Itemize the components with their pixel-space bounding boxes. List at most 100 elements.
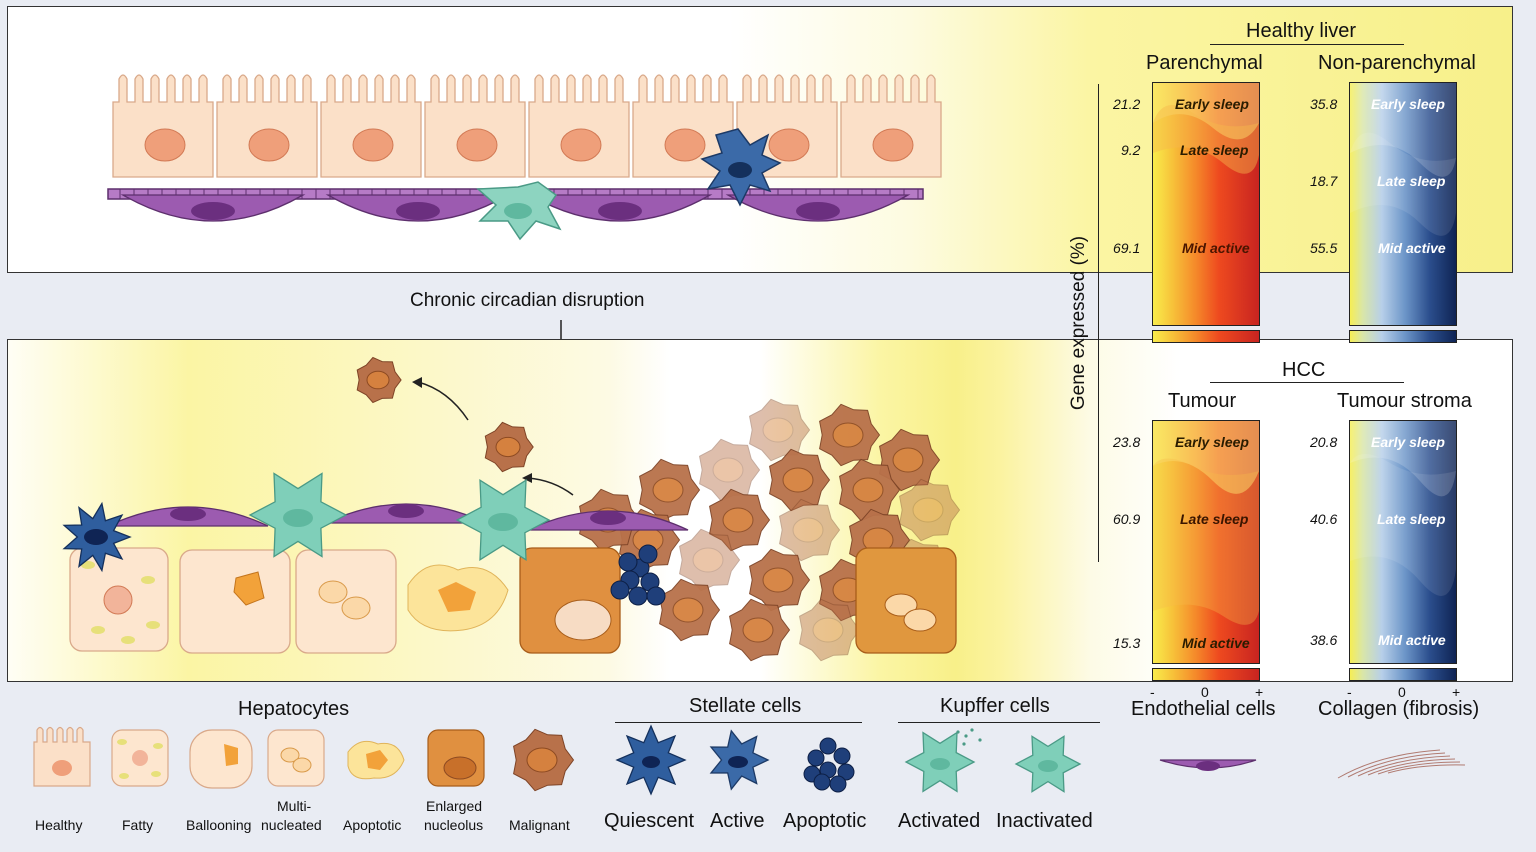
tumour-phase-2: Late sleep <box>1180 511 1249 527</box>
parenchymal-phase-3: Mid active <box>1182 240 1250 256</box>
hcc-tissue-illustration <box>62 356 961 662</box>
tumour-scale <box>1152 668 1260 681</box>
healthy-hepatocyte <box>632 74 734 178</box>
legend-malignant: Malignant <box>509 817 570 833</box>
tumour-stroma-value-3: 38.6 <box>1310 632 1338 648</box>
legend-healthy: Healthy <box>35 817 83 833</box>
malignant-cell <box>769 448 831 512</box>
tumour-stroma-value-2: 40.6 <box>1310 511 1338 527</box>
legend-activated: Activated <box>898 810 981 832</box>
y-axis-line <box>1098 84 1099 562</box>
healthy-hepatocyte <box>320 74 422 178</box>
malignant-cell <box>749 398 811 462</box>
parenchymal-scale <box>1152 330 1260 343</box>
ballooning-hepatocyte <box>179 549 291 654</box>
malignant-cell <box>679 528 741 592</box>
parenchymal-bar <box>1152 82 1260 326</box>
legend-enlarged: Enlarged <box>426 798 483 814</box>
tumour-stroma-title: Tumour stroma <box>1337 390 1472 412</box>
hcc-panel <box>7 339 1513 682</box>
tumour-stroma-phase-3: Mid active <box>1378 632 1446 648</box>
tumour-stroma-phase-1: Early sleep <box>1371 434 1445 450</box>
non-parenchymal-phase-1: Early sleep <box>1371 96 1445 112</box>
non-parenchymal-bar <box>1349 82 1457 326</box>
healthy-hepatocyte <box>840 74 942 178</box>
malignant-cell <box>484 421 534 473</box>
malignant-cell <box>799 598 861 662</box>
legend-apoptotic-stellate-icon <box>803 737 855 793</box>
tumour-bar <box>1152 420 1260 664</box>
malignant-cell <box>709 488 771 552</box>
legend-active: Active <box>710 810 765 832</box>
legend-fatty: Fatty <box>122 817 154 833</box>
malignant-cell <box>819 403 881 467</box>
malignant-cell <box>699 438 761 502</box>
stroma-scale-minus: - <box>1347 684 1352 700</box>
legend-nucleolus: nucleolus <box>424 817 484 833</box>
malignant-cell <box>659 578 721 642</box>
malignant-cell <box>779 498 841 562</box>
parenchymal-value-1: 21.2 <box>1113 96 1141 112</box>
stroma-scale-zero: 0 <box>1398 684 1406 700</box>
healthy-liver-panel <box>7 6 1513 273</box>
malignant-cell <box>879 428 941 492</box>
hcc-title: HCC <box>1282 359 1326 381</box>
healthy-hepatocyte <box>528 74 630 178</box>
malignant-cell <box>749 548 811 612</box>
apoptotic-stellate-cell <box>610 544 666 606</box>
tumour-phase-1: Early sleep <box>1175 434 1249 450</box>
healthy-tissue-illustration <box>107 74 942 241</box>
tumour-stroma-bar <box>1349 420 1457 664</box>
healthy-hepatocyte <box>112 74 214 178</box>
parenchymal-phase-1: Early sleep <box>1175 96 1249 112</box>
stellate-title: Stellate cells <box>689 695 802 717</box>
non-parenchymal-phase-2: Late sleep <box>1377 173 1446 189</box>
healthy-hepatocyte <box>424 74 526 178</box>
legend-healthy-icon <box>33 726 91 787</box>
tumour-phase-3: Mid active <box>1182 635 1250 651</box>
stroma-scale-plus: + <box>1452 684 1461 700</box>
non-parenchymal-scale <box>1349 330 1457 343</box>
tumour-value-2: 60.9 <box>1113 511 1141 527</box>
tumour-title: Tumour <box>1168 390 1237 412</box>
malignant-cell <box>356 356 402 404</box>
tumour-scale-zero: 0 <box>1201 684 1209 700</box>
parenchymal-value-3: 69.1 <box>1113 240 1141 256</box>
non-parenchymal-value-2: 18.7 <box>1310 173 1338 189</box>
parenchymal-value-2: 9.2 <box>1121 142 1141 158</box>
legend-ballooning-icon <box>189 729 253 789</box>
tumour-stroma-value-1: 20.8 <box>1310 434 1338 450</box>
malignant-cell <box>729 598 791 662</box>
tumour-stroma-phase-2: Late sleep <box>1377 511 1446 527</box>
collagen-title: Collagen (fibrosis) <box>1318 698 1480 720</box>
non-parenchymal-value-1: 35.8 <box>1310 96 1338 112</box>
legend-ballooning: Ballooning <box>186 817 252 833</box>
malignant-cell <box>839 458 901 522</box>
legend-apoptotic-stellate: Apoptotic <box>783 810 867 832</box>
tumour-stroma-scale <box>1349 668 1457 681</box>
healthy-liver-title: Healthy liver <box>1246 20 1357 42</box>
legend-icons <box>33 724 1466 796</box>
tumour-value-3: 15.3 <box>1113 635 1141 651</box>
non-parenchymal-value-3: 55.5 <box>1310 240 1338 256</box>
healthy-hepatocyte <box>216 74 318 178</box>
legend-multi: Multi- <box>277 798 312 814</box>
kupffer-title: Kupffer cells <box>940 695 1050 717</box>
legend-apoptotic-hepatocyte: Apoptotic <box>343 817 402 833</box>
tumour-value-1: 23.8 <box>1113 434 1141 450</box>
transition-label: Chronic circadian disruption <box>410 290 645 311</box>
malignant-cell <box>639 458 701 522</box>
hepatocytes-title: Hepatocytes <box>238 698 350 720</box>
legend-collagen-icon <box>1337 749 1466 779</box>
y-axis-label: Gene expressed (%) <box>1068 235 1090 411</box>
endothelial-layer <box>107 188 924 222</box>
parenchymal-title: Parenchymal <box>1146 52 1263 74</box>
endothelial-title: Endothelial cells <box>1131 698 1276 720</box>
tumour-scale-plus: + <box>1255 684 1264 700</box>
malignant-cell <box>513 728 575 792</box>
parenchymal-phase-2: Late sleep <box>1180 142 1249 158</box>
legend-inactivated: Inactivated <box>996 810 1093 832</box>
legend-quiescent: Quiescent <box>604 810 695 832</box>
malignant-cell <box>899 478 961 542</box>
tumour-scale-minus: - <box>1150 684 1155 700</box>
